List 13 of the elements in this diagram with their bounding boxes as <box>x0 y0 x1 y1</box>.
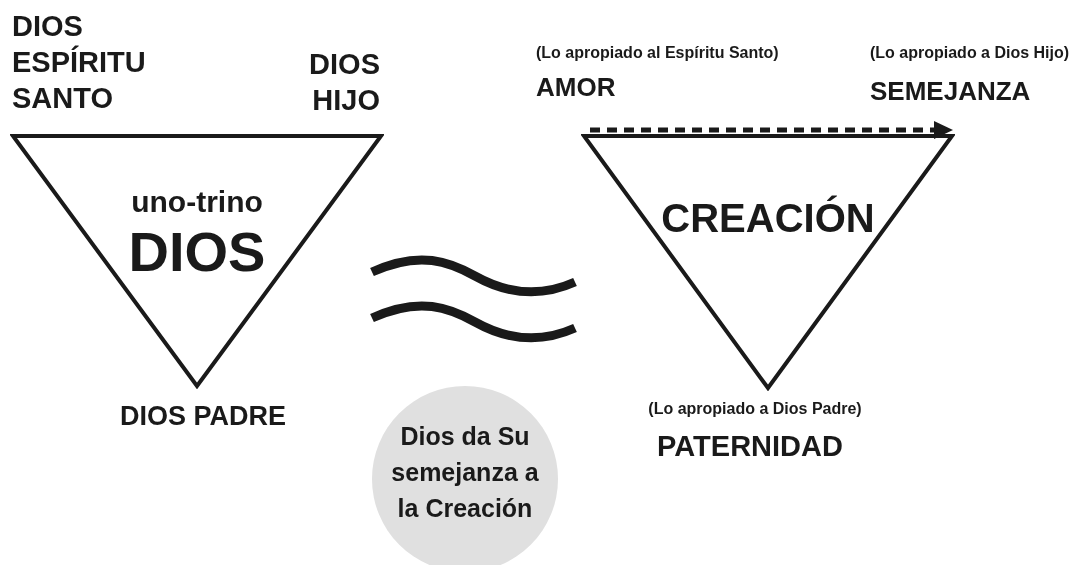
corner-label: DIOS ESPÍRITU SANTO <box>12 9 147 116</box>
triangle-title: DIOS <box>128 221 266 283</box>
circle-text: Dios da Su semejanza a la Creación <box>390 421 540 524</box>
triangle-subtitle: uno-trino <box>131 184 263 220</box>
corner-label: DIOS PADRE <box>119 400 287 432</box>
corner-label: DIOS HIJO <box>308 47 380 118</box>
node-label: SEMEJANZA <box>870 75 1031 108</box>
node-label: AMOR <box>536 71 616 104</box>
annotation-text: (Lo apropiado a Dios Padre) <box>647 399 863 419</box>
annotation-text: (Lo apropiado a Dios Hijo) <box>870 43 1070 63</box>
annotation-text: (Lo apropiado al Espíritu Santo) <box>536 43 779 63</box>
corner-label: PATERNIDAD <box>656 430 844 462</box>
triangle-title: CREACIÓN <box>661 195 875 241</box>
